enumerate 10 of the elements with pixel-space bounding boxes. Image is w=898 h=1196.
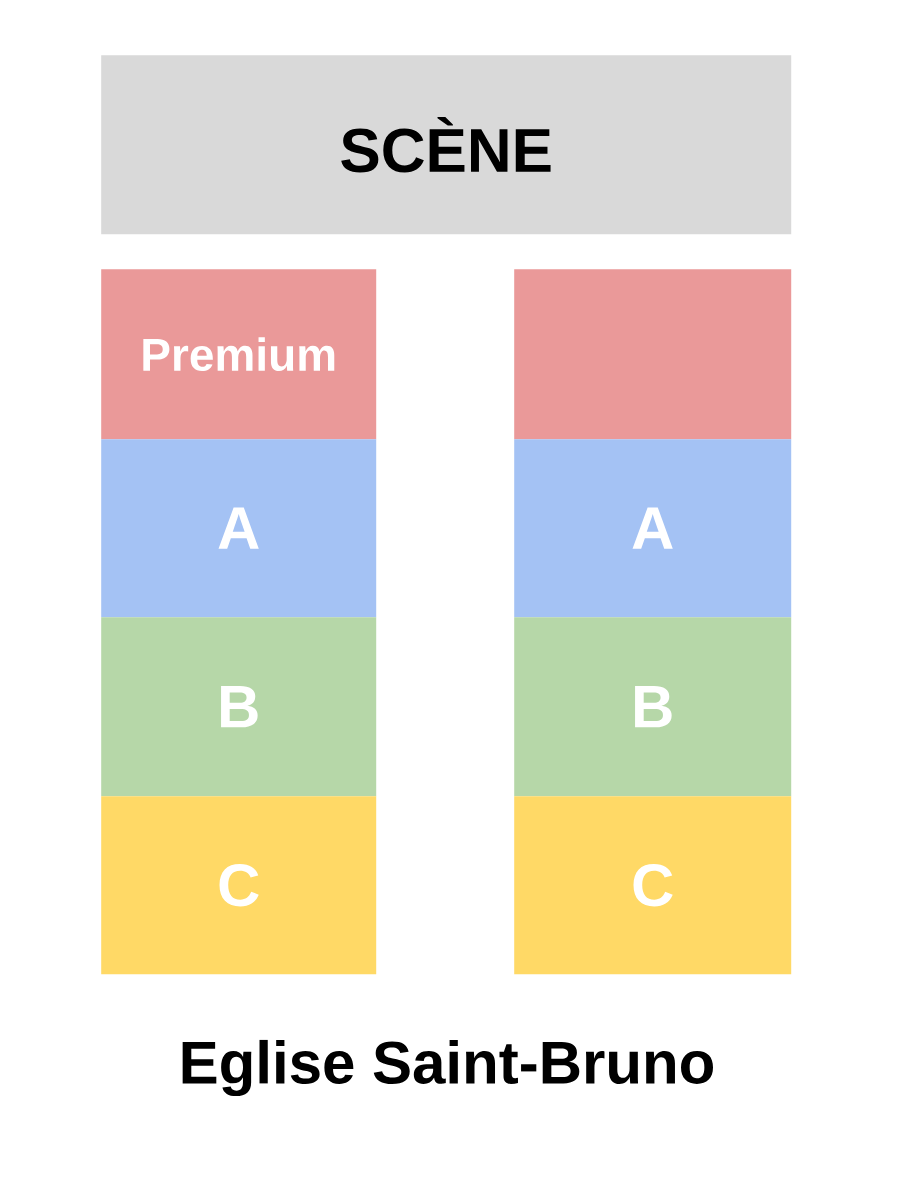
- seating-block: [514, 269, 792, 440]
- seating-block: A: [514, 439, 792, 618]
- seating-block: C: [101, 796, 377, 975]
- stage-box: SCÈNE: [101, 55, 792, 235]
- seating-block: B: [514, 617, 792, 797]
- caption: Eglise Saint-Bruno: [182, 1039, 713, 1097]
- seating-block: A: [101, 439, 377, 618]
- seating-block: Premium: [101, 269, 377, 440]
- seating-block: C: [514, 796, 792, 975]
- seating-block: B: [101, 617, 377, 797]
